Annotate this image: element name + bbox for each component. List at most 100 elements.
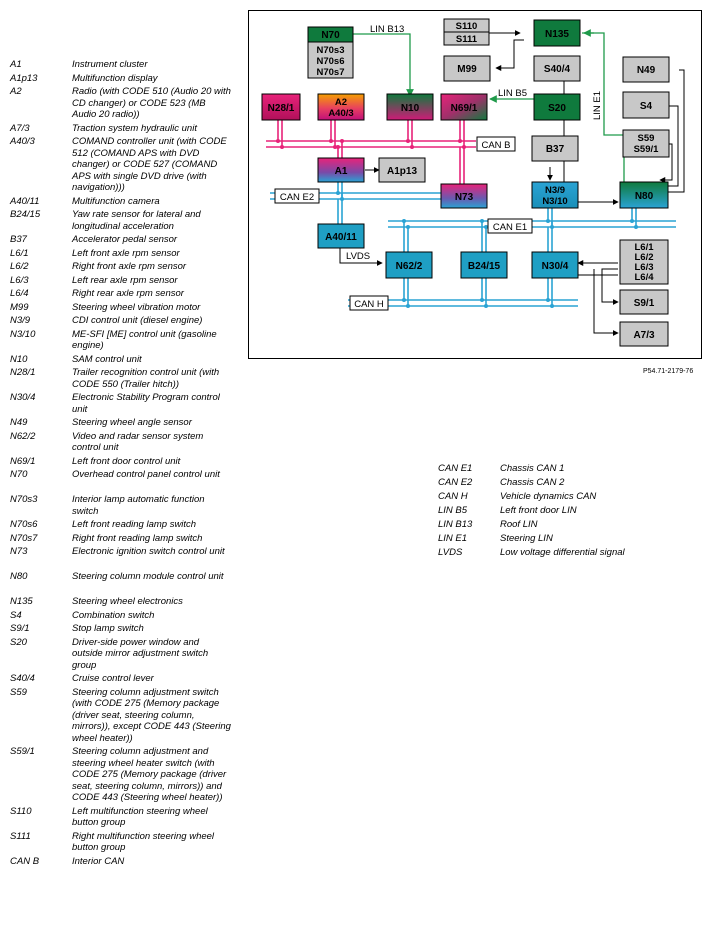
legend-code: CAN E1 xyxy=(438,463,473,474)
l6-1-label: L6/1 xyxy=(634,242,654,253)
legend-description: COMAND controller unit (with CODE 512 (C… xyxy=(72,136,227,193)
s111-box: S111 xyxy=(443,31,490,46)
legend-code: LIN E1 xyxy=(438,533,468,544)
can-e1-label: CAN E1 xyxy=(493,222,527,233)
n28-1-box: N28/1 xyxy=(261,93,301,121)
legend-code: N70s3 xyxy=(10,494,38,505)
s4-label: S4 xyxy=(640,101,653,112)
legend-code: B37 xyxy=(10,234,27,245)
legend-code: S110 xyxy=(10,805,32,817)
legend-description: Left multifunction steering wheel button… xyxy=(72,805,208,829)
a1-box: A1 xyxy=(317,157,365,183)
n62-2-label: N62/2 xyxy=(396,261,423,272)
a1p13-label: A1p13 xyxy=(387,166,417,177)
legend-code: LIN B5 xyxy=(438,505,468,516)
legend-description: Steering column adjustment and steering … xyxy=(72,746,227,803)
legend-code: S9/1 xyxy=(10,623,30,634)
n73-label: N73 xyxy=(455,192,474,203)
network-topology-diagram: N70 N70s3 N70s6 N70s7 S110 S111 N135 M99… xyxy=(248,10,702,359)
can-e2-label: CAN E2 xyxy=(280,192,314,203)
legend-description: Left front door control unit xyxy=(72,455,181,467)
s40-4-label: S40/4 xyxy=(544,64,571,75)
s9-1-label: S9/1 xyxy=(634,298,655,309)
legend-code: N70s7 xyxy=(10,532,38,544)
a2-label: A2 xyxy=(335,97,347,108)
figure-reference: P54.71-2179-76 xyxy=(643,368,694,375)
legend-code: N70 xyxy=(10,469,28,480)
s9-1-box: S9/1 xyxy=(619,289,669,315)
legend-code: S111 xyxy=(10,830,31,842)
s111-label: S111 xyxy=(456,34,478,45)
can-e2-label-box: CAN E2 xyxy=(274,188,320,204)
legend-code: L6/2 xyxy=(10,261,29,272)
m99-box: M99 xyxy=(443,55,491,82)
legend-code: M99 xyxy=(10,301,29,313)
legend-code: A7/3 xyxy=(10,122,30,134)
can-b-label: CAN B xyxy=(481,140,510,151)
legend-description: Traction system hydraulic unit xyxy=(72,122,197,134)
legend-description: Steering wheel electronics xyxy=(72,596,183,607)
legend-description: Steering wheel angle sensor xyxy=(72,417,192,428)
legend-code: N30/4 xyxy=(10,392,36,403)
legend-code: CAN H xyxy=(438,491,468,502)
legend-description: Instrument cluster xyxy=(72,59,148,70)
legend-description: Vehicle dynamics CAN xyxy=(500,491,597,502)
s20-label: S20 xyxy=(548,103,566,114)
legend-code: S40/4 xyxy=(10,673,35,684)
n80-label: N80 xyxy=(635,191,654,202)
a40-11-box: A40/11 xyxy=(317,223,365,249)
n49-box: N49 xyxy=(622,56,670,83)
legend-description: Yaw rate sensor for lateral and longitud… xyxy=(72,209,201,232)
n3-9-label: N3/9 xyxy=(545,185,565,196)
n30-4-box: N30/4 xyxy=(531,251,579,279)
legend-description: Electronic Stability Program control uni… xyxy=(72,392,220,415)
legend-description: Chassis CAN 1 xyxy=(500,463,565,474)
legend-description: Steering column adjustment switch (with … xyxy=(72,686,231,744)
s20-box: S20 xyxy=(533,93,581,121)
legend-code: S59 xyxy=(10,686,27,698)
can-h-label: CAN H xyxy=(354,299,384,310)
legend-description: Chassis CAN 2 xyxy=(500,477,565,488)
b37-label: B37 xyxy=(546,144,565,155)
legend-code: A40/11 xyxy=(10,195,40,207)
l6-box: L6/1 L6/2 L6/3 L6/4 xyxy=(619,239,669,285)
a2-box: A2 A40/3 xyxy=(317,93,365,121)
lin-e1-label: LIN E1 xyxy=(592,91,603,120)
l6-2-label: L6/2 xyxy=(634,252,653,263)
legend-description: Interior lamp automatic function switch xyxy=(72,494,205,517)
legend-code: N49 xyxy=(10,417,28,428)
legend-description: Multifunction camera xyxy=(72,195,160,207)
n30-4-label: N30/4 xyxy=(542,261,569,272)
legend-code: N69/1 xyxy=(10,455,36,467)
legend-code: A1 xyxy=(10,59,22,70)
m99-label: M99 xyxy=(457,64,477,75)
legend-code: N62/2 xyxy=(10,430,36,442)
legend-description: Roof LIN xyxy=(500,519,538,530)
can-b-bus-nodes xyxy=(276,139,466,149)
can-b-label-box: CAN B xyxy=(476,136,516,152)
n69-1-box: N69/1 xyxy=(440,93,488,121)
n49-label: N49 xyxy=(637,65,656,76)
legend-description: Multifunction display xyxy=(72,72,158,84)
l6-4-label: L6/4 xyxy=(634,272,654,283)
n70s7-label: N70s7 xyxy=(317,67,345,78)
b24-15-box: B24/15 xyxy=(460,251,508,279)
legend-code: L6/4 xyxy=(10,288,29,299)
legend-description: Left rear axle rpm sensor xyxy=(72,274,178,286)
legend-description: Video and radar sensor system control un… xyxy=(72,430,204,454)
n28-1-label: N28/1 xyxy=(268,103,295,114)
lin-b5-label: LIN B5 xyxy=(498,88,527,99)
legend-description: Combination switch xyxy=(72,609,155,621)
n70-label: N70 xyxy=(321,30,340,41)
n69-1-label: N69/1 xyxy=(451,103,478,114)
a40-3-label: A40/3 xyxy=(328,108,353,119)
n80-box: N80 xyxy=(619,181,669,209)
b37-box: B37 xyxy=(531,135,579,162)
can-b-bus xyxy=(266,120,476,184)
s4-box: S4 xyxy=(622,91,670,119)
n10-label: N10 xyxy=(401,103,420,114)
legend-code: B24/15 xyxy=(10,209,41,220)
legend-code: N28/1 xyxy=(10,367,36,378)
